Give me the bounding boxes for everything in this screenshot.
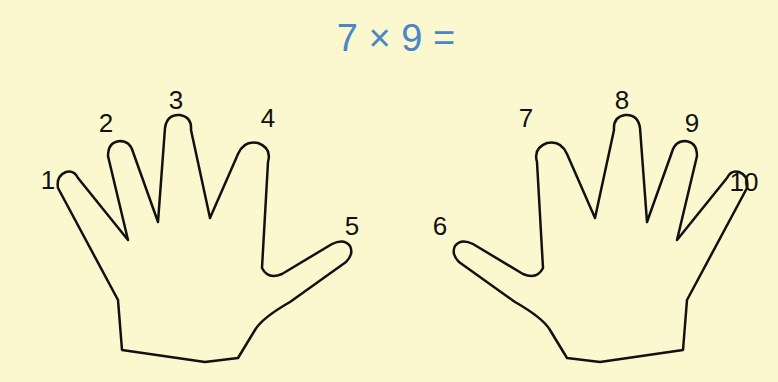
finger-number: 4 — [261, 103, 275, 134]
finger-number: 6 — [433, 211, 447, 242]
finger-number: 7 — [519, 103, 533, 134]
finger-number: 5 — [345, 211, 359, 242]
right-hand — [454, 115, 748, 362]
finger-number: 2 — [99, 108, 113, 139]
finger-number: 8 — [615, 85, 629, 116]
finger-number: 1 — [41, 165, 55, 196]
equation-title: 7 × 9 = — [337, 17, 455, 60]
finger-number: 9 — [685, 108, 699, 139]
finger-number: 3 — [169, 85, 183, 116]
left-hand — [58, 115, 352, 362]
finger-number: 10 — [730, 167, 759, 198]
